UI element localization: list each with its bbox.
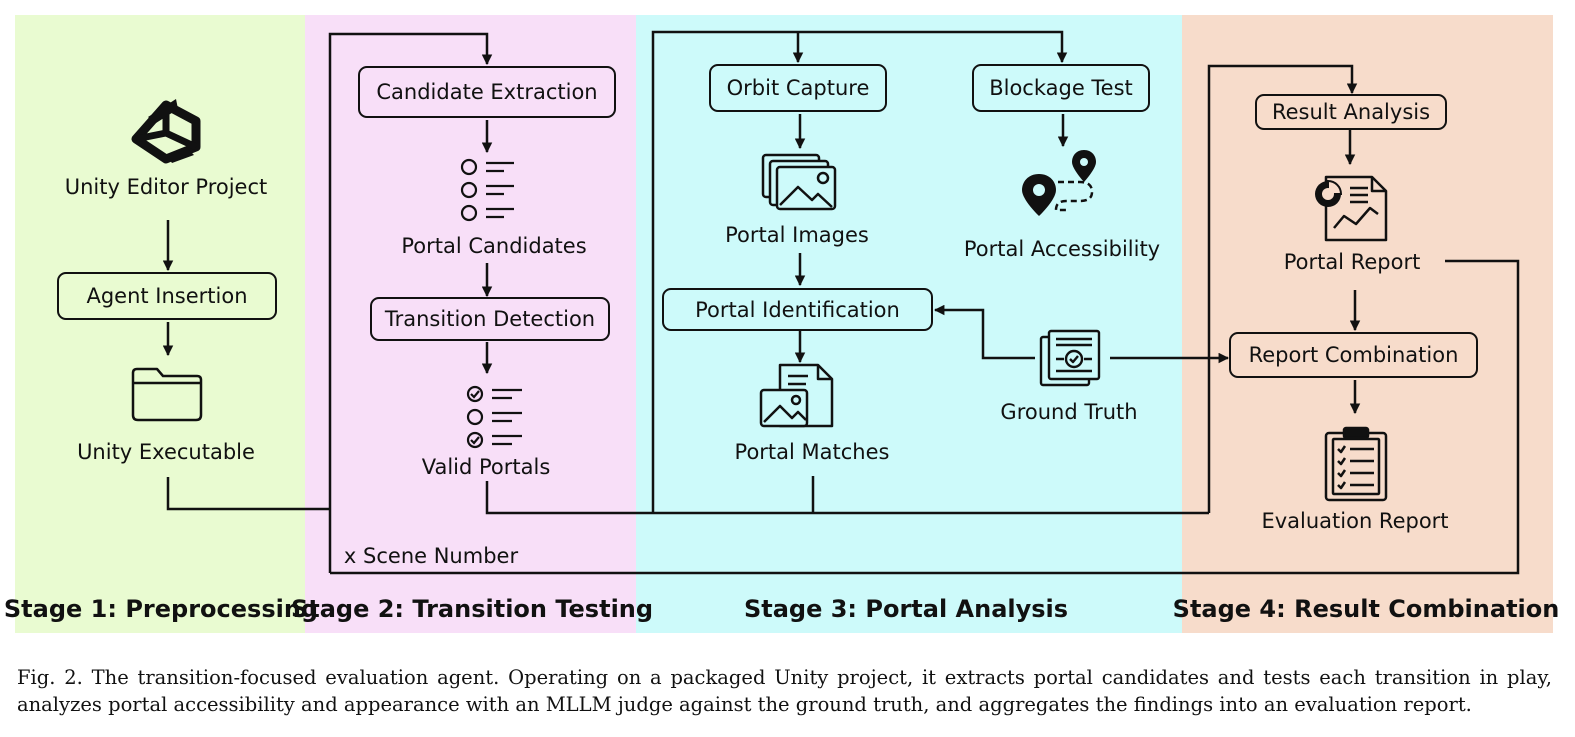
portal-identification-box: Portal Identification [662, 288, 933, 331]
list-icon [460, 158, 514, 222]
folder-icon [131, 367, 203, 422]
connector-lines [162, 30, 1520, 575]
transition-detection-box: Transition Detection [370, 297, 610, 341]
checklist-icon [466, 385, 522, 449]
valid-portals-label: Valid Portals [421, 455, 551, 479]
figure-caption: Fig. 2. The transition-focused evaluatio… [17, 666, 1552, 716]
unity-executable-label: Unity Executable [77, 440, 255, 464]
stage4-title: Stage 4: Result Combination [1172, 595, 1560, 623]
portal-candidates-label: Portal Candidates [401, 234, 587, 258]
certificate-document-icon [1039, 329, 1101, 387]
agent-insertion-box: Agent Insertion [57, 272, 277, 320]
portal-accessibility-label: Portal Accessibility [963, 237, 1161, 261]
pipeline-diagram: Unity Editor Project Agent Insertion Uni… [3, 15, 1560, 633]
candidate-extraction-box: Candidate Extraction [358, 66, 616, 118]
image-stack-icon [761, 153, 837, 211]
stage1-title: Stage 1: Preprocessing [3, 595, 319, 623]
chart-report-icon [1315, 175, 1388, 242]
clipboard-checklist-icon [1324, 426, 1388, 502]
map-pin-route-icon [1022, 150, 1096, 216]
unity-logo-icon [131, 99, 201, 164]
result-analysis-box: Result Analysis [1255, 94, 1447, 130]
ground-truth-label: Ground Truth [1000, 400, 1138, 424]
orbit-capture-box: Orbit Capture [709, 64, 887, 112]
scene-loop-label: x Scene Number [343, 544, 519, 568]
evaluation-report-label: Evaluation Report [1261, 509, 1449, 533]
stage3-title: Stage 3: Portal Analysis [743, 595, 1069, 623]
unity-editor-project-label: Unity Editor Project [64, 175, 268, 199]
stage2-title: Stage 2: Transition Testing [290, 595, 654, 623]
portal-matches-label: Portal Matches [734, 440, 890, 464]
report-combination-box: Report Combination [1229, 332, 1478, 378]
document-image-icon [759, 363, 834, 428]
portal-report-label: Portal Report [1283, 250, 1421, 274]
blockage-test-box: Blockage Test [972, 64, 1150, 112]
portal-images-label: Portal Images [725, 223, 869, 247]
